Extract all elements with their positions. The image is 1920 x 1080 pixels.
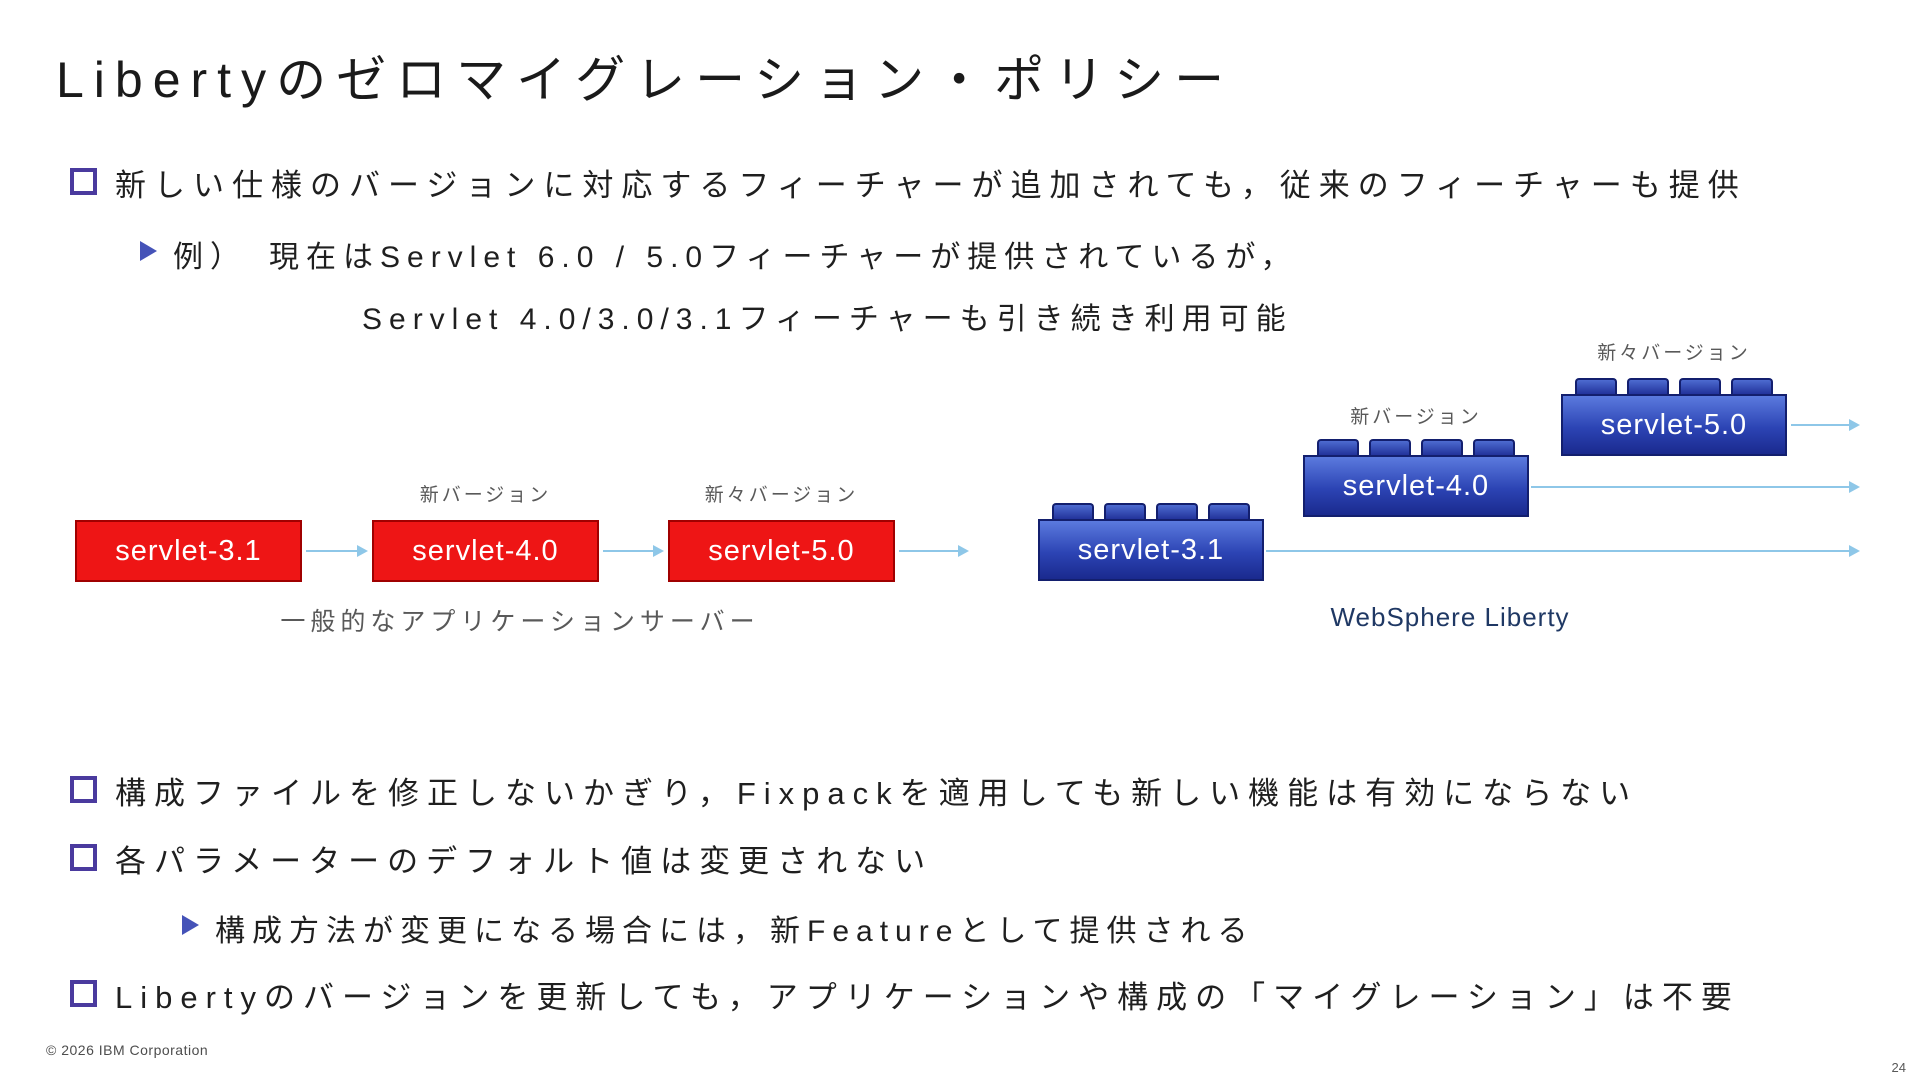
sub-bullet-text: 構成方法が変更になる場合には，新Featureとして提供される: [215, 915, 1255, 948]
square-bullet-icon: [70, 776, 97, 803]
square-bullet-icon: [70, 844, 97, 871]
brick-stud: [1052, 503, 1094, 519]
brick-stud: [1575, 378, 1617, 394]
sub-bullet-text: Servlet 4.0/3.0/3.1フィーチャーも引き続き利用可能: [362, 303, 1293, 336]
brick-body: servlet-4.0: [1303, 455, 1529, 517]
caption-websphere-liberty: WebSphere Liberty: [1330, 602, 1570, 632]
bullet-no-migration: Libertyのバージョンを更新しても，アプリケーションや構成の「マイグレーショ…: [70, 972, 1740, 1017]
flow-arrow-icon: [1531, 481, 1860, 493]
servlet-box-5-0: servlet-5.0: [668, 520, 895, 582]
brick-body: servlet-5.0: [1561, 394, 1787, 456]
brick-stud: [1679, 378, 1721, 394]
brick-label: servlet-3.1: [1077, 533, 1225, 566]
brick-studs: [1561, 378, 1787, 394]
sub-bullet-text: 例） 現在はServlet 6.0 / 5.0フィーチャーが提供されているが，: [173, 241, 1298, 274]
sub-bullet-example-line2: Servlet 4.0/3.0/3.1フィーチャーも引き続き利用可能: [362, 294, 1293, 338]
servlet-box-label: servlet-3.1: [115, 534, 262, 567]
version-tag: 新々バージョン: [1597, 343, 1751, 364]
brick-stud: [1731, 378, 1773, 394]
page-number: 24: [1891, 1060, 1906, 1075]
brick-stud: [1473, 439, 1515, 455]
bullet-text: Libertyのバージョンを更新しても，アプリケーションや構成の「マイグレーショ…: [115, 980, 1740, 1015]
servlet-box-label: servlet-4.0: [412, 534, 559, 567]
servlet-box-3-1: servlet-3.1: [75, 520, 302, 582]
square-bullet-icon: [70, 168, 97, 195]
bullet-defaults: 各パラメーターのデフォルト値は変更されない: [70, 836, 933, 881]
brick-stud: [1156, 503, 1198, 519]
brick-label: servlet-4.0: [1342, 469, 1490, 502]
arrowhead-bullet-icon: [182, 915, 199, 935]
flow-arrow-icon: [306, 545, 368, 557]
flow-arrow-icon: [899, 545, 969, 557]
bullet-zero-migration-policy: 新しい仕様のバージョンに対応するフィーチャーが追加されても，従来のフィーチャーも…: [70, 160, 1747, 205]
bullet-text: 新しい仕様のバージョンに対応するフィーチャーが追加されても，従来のフィーチャーも…: [115, 168, 1747, 203]
brick-studs: [1038, 503, 1264, 519]
arrowhead-bullet-icon: [140, 241, 157, 261]
flow-arrow-icon: [1266, 545, 1860, 557]
brick-studs: [1303, 439, 1529, 455]
sub-bullet-new-feature: 構成方法が変更になる場合には，新Featureとして提供される: [182, 906, 1255, 950]
flow-arrow-icon: [603, 545, 664, 557]
square-bullet-icon: [70, 980, 97, 1007]
sub-bullet-example-line1: 例） 現在はServlet 6.0 / 5.0フィーチャーが提供されているが，: [140, 232, 1298, 276]
lego-brick-servlet-4-0: servlet-4.0: [1303, 439, 1529, 517]
bullet-fixpack: 構成ファイルを修正しないかぎり，Fixpackを適用しても新しい機能は有効になら…: [70, 768, 1638, 813]
brick-body: servlet-3.1: [1038, 519, 1264, 581]
brick-label: servlet-5.0: [1600, 408, 1748, 441]
brick-stud: [1627, 378, 1669, 394]
brick-stud: [1104, 503, 1146, 519]
lego-brick-servlet-5-0: servlet-5.0: [1561, 378, 1787, 456]
brick-stud: [1208, 503, 1250, 519]
caption-generic-app-server: 一般的なアプリケーションサーバー: [280, 608, 760, 636]
brick-stud: [1369, 439, 1411, 455]
flow-arrow-icon: [1791, 419, 1860, 431]
version-tag: 新々バージョン: [704, 485, 859, 506]
brick-stud: [1421, 439, 1463, 455]
copyright-text: © 2026 IBM Corporation: [46, 1042, 209, 1058]
bullet-text: 各パラメーターのデフォルト値は変更されない: [115, 844, 934, 879]
brick-stud: [1317, 439, 1359, 455]
servlet-box-label: servlet-5.0: [708, 534, 855, 567]
page-title: Libertyのゼロマイグレーション・ポリシー: [56, 52, 1235, 108]
servlet-box-4-0: servlet-4.0: [372, 520, 599, 582]
bullet-text: 構成ファイルを修正しないかぎり，Fixpackを適用しても新しい機能は有効になら…: [115, 776, 1639, 811]
version-tag: 新バージョン: [419, 485, 552, 506]
version-tag: 新バージョン: [1350, 407, 1482, 428]
lego-brick-servlet-3-1: servlet-3.1: [1038, 503, 1264, 581]
